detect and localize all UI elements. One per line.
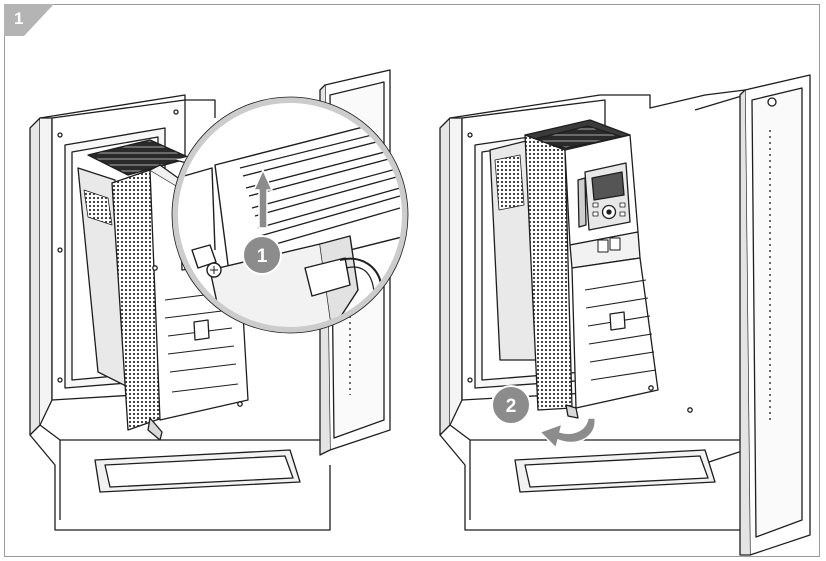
callout-1-label: 1 (257, 246, 268, 267)
rotation-arrow (538, 417, 596, 450)
callout-2-badge (491, 385, 531, 425)
callout-2-label: 2 (506, 396, 517, 417)
step-number-tab: 1 (4, 4, 54, 36)
zoom-detail-callout: 1 (171, 96, 409, 334)
step-tab-shape (4, 4, 54, 36)
right-drive-unit (489, 119, 659, 419)
callout-1-badge (242, 235, 282, 275)
step-number-label: 1 (14, 9, 24, 28)
left-drive-unit (77, 139, 249, 441)
